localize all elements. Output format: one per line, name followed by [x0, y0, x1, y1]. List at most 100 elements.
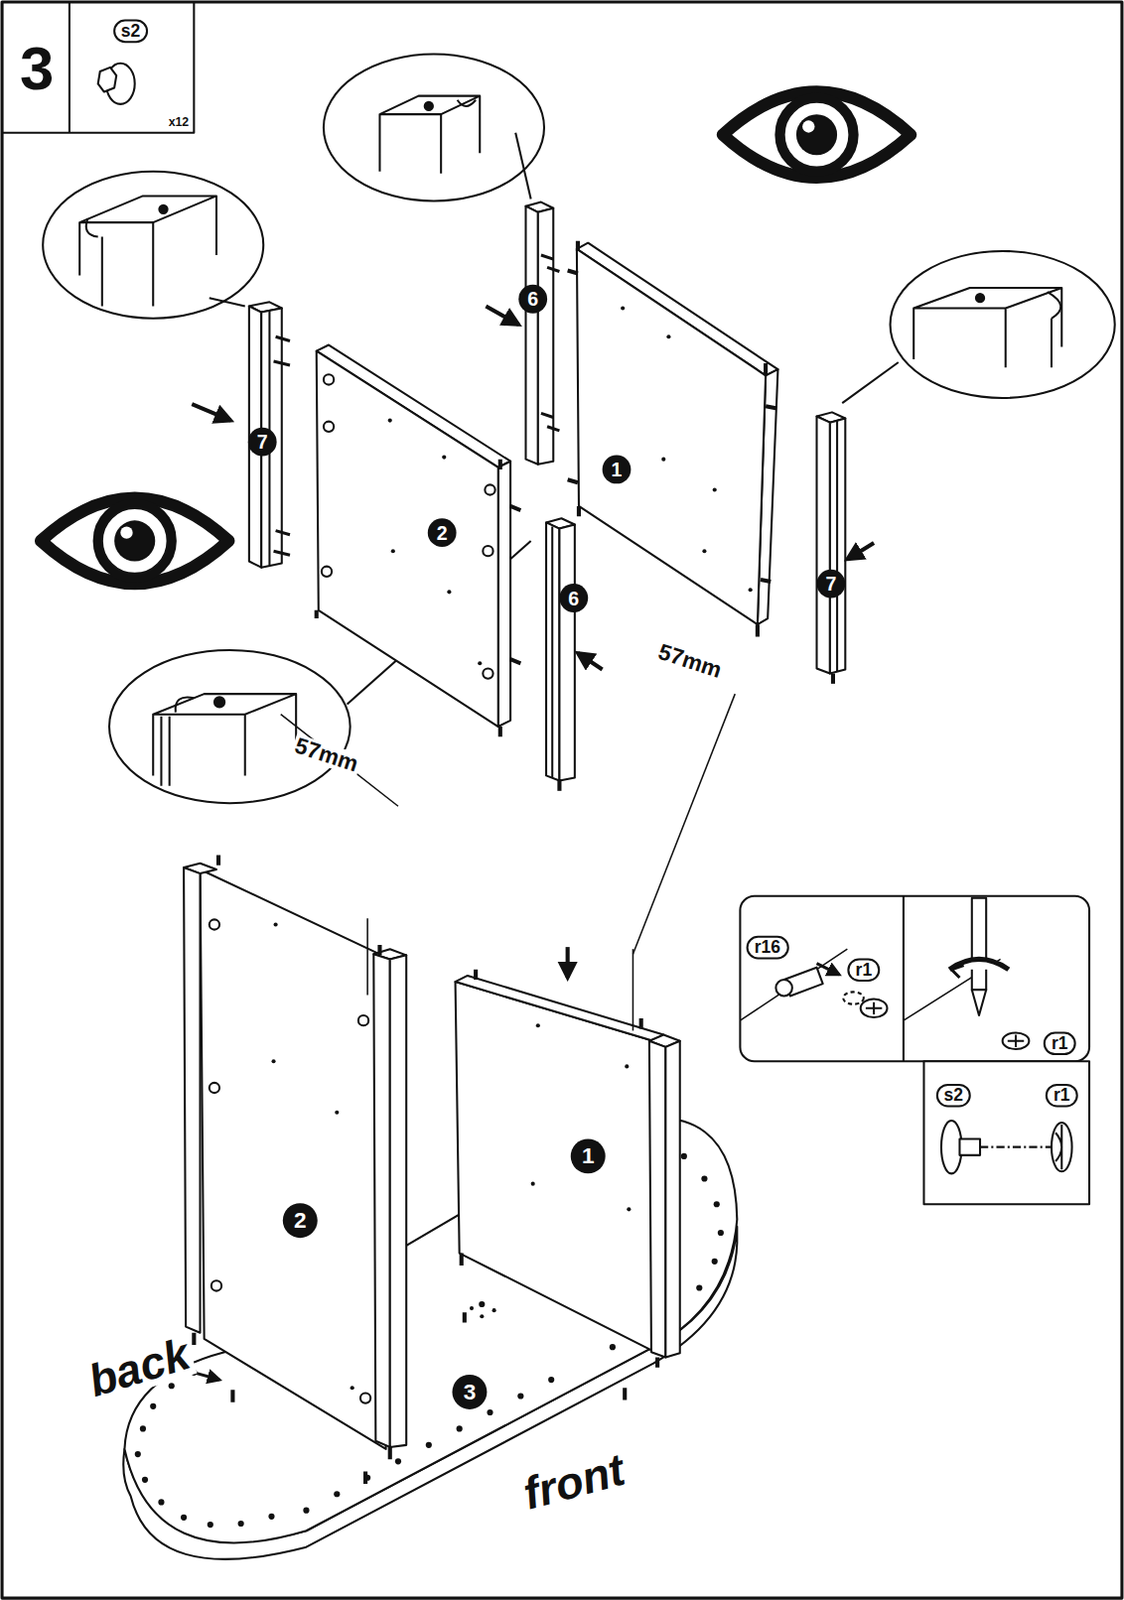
panel-2-top: [388, 419, 483, 667]
leg-7-right: [831, 674, 836, 685]
detail-box: [1007, 1035, 1024, 1048]
zoom-detail: [109, 650, 351, 804]
dimension-line: [281, 694, 736, 1031]
panel-2-top: [316, 345, 522, 738]
panel-2-bottom: [193, 855, 390, 1461]
leg-7-right: [817, 412, 846, 684]
panel-2-top: [388, 419, 393, 423]
panel-2-bottom: [271, 1059, 276, 1064]
push-arrow: [191, 404, 231, 421]
panel-2-top: [498, 461, 511, 727]
base-panel-3: [207, 1522, 214, 1529]
panel-1-bottom: [536, 1023, 541, 1028]
base-panel-3: [141, 1477, 148, 1484]
base-panel-3: [548, 1377, 555, 1384]
base-panel-3: [140, 1425, 146, 1432]
detail-box: [902, 896, 905, 1063]
part-code: s2: [935, 1083, 972, 1108]
leg-6-bottom: [546, 518, 575, 792]
base-panel-3: [492, 1308, 497, 1313]
zoom-detail: [175, 698, 195, 713]
panel-2-top: [484, 484, 495, 495]
detail-box: [972, 989, 986, 1016]
detail-box: [972, 898, 986, 991]
callout-number: 6: [559, 583, 588, 613]
leg-6-top: [541, 255, 561, 431]
zoom-detail: [42, 171, 264, 319]
base-panel-3: [469, 1306, 474, 1311]
panel-2-bottom: [358, 1015, 369, 1026]
panel-2-bottom: [183, 855, 407, 1461]
callout-number: 2: [282, 1203, 318, 1239]
panel-2-top: [316, 459, 522, 738]
base-panel-3: [717, 1230, 724, 1237]
zoom-detail: [457, 100, 477, 107]
leg-6-bottom: [551, 527, 554, 779]
panel-2-top: [323, 421, 334, 432]
detail-box: [775, 980, 792, 996]
base-panel-3: [302, 1508, 309, 1515]
part-code: r1: [1043, 1031, 1077, 1056]
callout-number: 2: [427, 518, 457, 548]
detail-box: [1055, 1124, 1062, 1170]
panel-1-bottom: [455, 982, 657, 1353]
detail-box: [843, 991, 864, 1004]
base-panel-3: [681, 1153, 688, 1160]
zoom-detail: [42, 171, 264, 319]
detail-box: [923, 1061, 1090, 1205]
detail-box: [980, 1146, 1052, 1149]
zoom-detail: [209, 297, 246, 306]
page-frame: [1, 1, 194, 134]
base-panel-3: [238, 1521, 245, 1528]
panel-1-bottom: [624, 1064, 629, 1069]
zoom-detail: [1047, 291, 1061, 368]
leg-6-top: [525, 202, 560, 465]
detail-box: [959, 1138, 981, 1155]
panel-2-top: [323, 374, 334, 385]
panel-2-top: [321, 566, 332, 577]
zoom-detail: [379, 96, 480, 174]
zoom-detail: [976, 293, 984, 302]
callout-number: 6: [518, 284, 548, 314]
panel-2-bottom: [271, 922, 354, 1391]
orientation-label: front: [515, 1446, 632, 1519]
zoom-detail: [160, 716, 169, 787]
leg-7-right: [836, 421, 839, 673]
eye-symbol: [98, 504, 172, 578]
leg-6-bottom: [546, 522, 560, 781]
panel-2-bottom: [183, 867, 200, 1334]
base-panel-3: [456, 1425, 463, 1432]
zoom-detail: [158, 205, 167, 214]
eye-symbol: [802, 120, 815, 133]
zoom-detail: [842, 251, 1116, 404]
panel-2-bottom: [211, 1280, 222, 1291]
push-arrow: [565, 947, 570, 979]
zoom-detail: [913, 287, 1062, 368]
base-panel-3: [517, 1393, 524, 1400]
panel-1-top: [567, 241, 777, 638]
detail-box: [865, 1002, 882, 1015]
panel-1-top: [661, 457, 666, 462]
push-arrow: [846, 543, 874, 560]
eye-symbol: [120, 527, 133, 540]
panel-2-top: [441, 455, 446, 460]
base-panel-3: [268, 1514, 275, 1521]
panel-1-bottom: [649, 1041, 666, 1359]
callout-number: 1: [602, 455, 632, 485]
base-panel-3: [478, 1301, 485, 1308]
base-panel-3: [333, 1491, 340, 1498]
zoom-detail: [214, 697, 225, 707]
base-panel-3: [696, 1284, 703, 1291]
detail-box: [951, 966, 964, 979]
panel-2-bottom: [209, 919, 220, 930]
page-frame: [68, 1, 71, 134]
zoom-detail: [890, 251, 1116, 399]
base-panel-3: [711, 1259, 718, 1265]
panel-2-bottom: [373, 954, 390, 1448]
panel-1-bottom: [461, 970, 658, 1369]
back-front-arrow: [193, 1373, 220, 1381]
base-panel-3: [425, 1442, 432, 1449]
base-panel-3: [486, 1409, 493, 1416]
part-code: r16: [746, 935, 790, 960]
zoom-detail: [323, 53, 545, 201]
